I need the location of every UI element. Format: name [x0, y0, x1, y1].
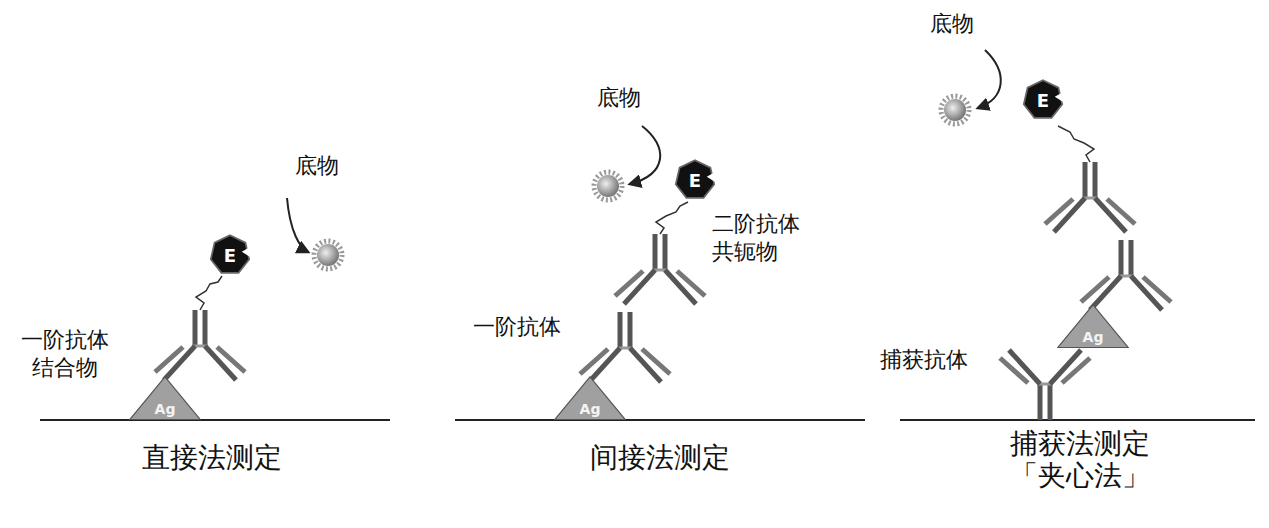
enzyme-node: E: [674, 159, 716, 201]
tether: [196, 276, 222, 310]
part-label: 一阶抗体 结合物: [18, 326, 113, 381]
substrate-arrow: [287, 198, 308, 252]
substrate-label: 底物: [930, 10, 974, 38]
antigen-node: Ag: [1057, 304, 1129, 348]
part-label: 二阶抗体 共轭物: [712, 210, 807, 265]
substrate: [594, 172, 622, 200]
substrate-arrow: [630, 126, 660, 184]
antibody: [615, 234, 705, 304]
antibody: [1045, 162, 1135, 232]
antibody: [580, 312, 670, 382]
substrate: [314, 241, 342, 269]
enzyme-letter: E: [1022, 90, 1064, 111]
antigen-label: Ag: [554, 401, 626, 417]
part-label: 一阶抗体: [473, 313, 561, 341]
enzyme-letter: E: [674, 170, 716, 191]
enzyme-node: E: [209, 234, 251, 276]
antigen-node: Ag: [554, 376, 626, 420]
method-caption: 直接法测定: [142, 440, 282, 475]
antibody: [1000, 350, 1090, 420]
substrate-label: 底物: [295, 152, 339, 180]
antigen-node: Ag: [129, 376, 201, 420]
baseline: [40, 419, 1255, 421]
enzyme-node: E: [1022, 79, 1064, 121]
tether: [1058, 126, 1094, 162]
method-caption: 捕获法测定 「夹心法」: [1002, 428, 1159, 492]
tether: [656, 202, 688, 234]
part-label: 捕获抗体: [880, 346, 968, 374]
antigen-label: Ag: [1057, 329, 1129, 345]
antibody: [155, 310, 245, 380]
substrate: [941, 96, 969, 124]
substrate-label: 底物: [597, 84, 641, 112]
enzyme-letter: E: [209, 245, 251, 266]
antibody: [1081, 240, 1171, 310]
method-caption: 间接法测定: [590, 440, 730, 475]
substrate-arrow: [978, 50, 1001, 108]
antigen-label: Ag: [129, 401, 201, 417]
